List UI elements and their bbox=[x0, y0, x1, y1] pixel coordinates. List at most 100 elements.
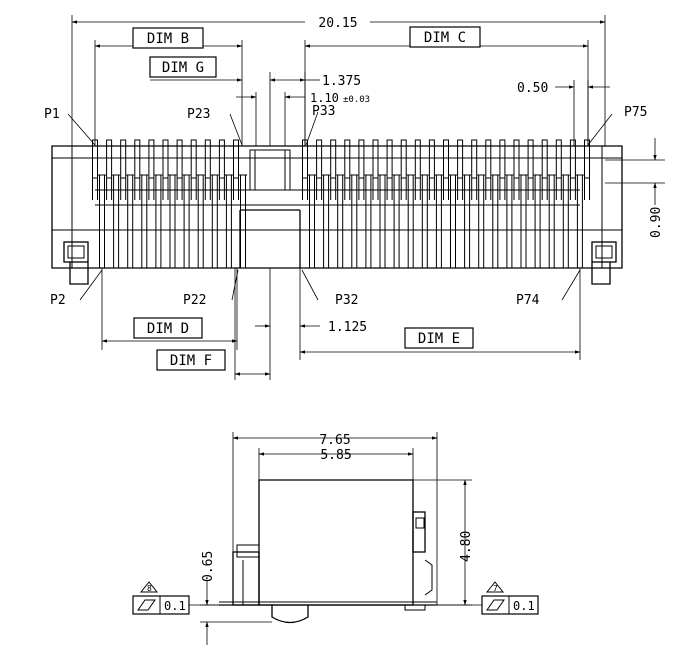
contact-pin-top bbox=[471, 139, 478, 200]
contact-pin-bottom bbox=[239, 174, 247, 269]
contact-pin-top bbox=[372, 139, 379, 200]
contact-pin-top bbox=[106, 139, 113, 200]
flatness-right-value: 0.1 bbox=[513, 599, 535, 613]
contact-pin-top bbox=[485, 139, 492, 200]
contact-pin-top bbox=[120, 139, 127, 200]
dim-480-label: 4.80 bbox=[459, 531, 474, 562]
flatness-icon bbox=[137, 599, 156, 611]
dim-110-label: 1.10 bbox=[310, 91, 339, 105]
contact-pin-top bbox=[176, 139, 183, 200]
contact-pin-bottom bbox=[477, 174, 486, 269]
contact-pin-bottom bbox=[168, 174, 177, 269]
side-view: 7.65 5.85 4.80 0.65 8 bbox=[132, 432, 539, 645]
contact-pin-top bbox=[541, 139, 548, 200]
contact-pin-top bbox=[513, 139, 520, 200]
contact-pin-bottom bbox=[210, 174, 219, 269]
connector-housing bbox=[51, 145, 623, 285]
contact-pin-top bbox=[162, 139, 169, 200]
contact-pin-bottom bbox=[463, 174, 472, 269]
contact-pin-top bbox=[443, 139, 449, 200]
contact-pin-bottom bbox=[406, 174, 415, 269]
contact-pin-bottom bbox=[434, 174, 443, 269]
contact-pin-top bbox=[134, 139, 141, 200]
contact-pin-top bbox=[148, 139, 155, 200]
dim-g: DIM G bbox=[149, 56, 243, 82]
contact-pin-top bbox=[584, 139, 590, 200]
contact-pin-bottom bbox=[392, 174, 401, 269]
overall-width-label: 20.15 bbox=[318, 16, 357, 31]
pin-p33-label: P33 bbox=[312, 104, 335, 119]
contact-pin-bottom bbox=[491, 174, 500, 269]
datum-left-label: 8 bbox=[147, 584, 152, 593]
dim-765-label: 7.65 bbox=[319, 433, 350, 448]
contact-pin-top bbox=[386, 139, 393, 200]
pin-p22-label: P22 bbox=[183, 293, 206, 308]
flatness-callout-left: 8 0.1 bbox=[132, 581, 219, 615]
contact-pin-bottom bbox=[336, 174, 345, 269]
dim-f-label: DIM F bbox=[170, 353, 212, 369]
contact-pin-bottom bbox=[350, 174, 359, 269]
contact-pin-bottom bbox=[182, 174, 191, 269]
dim-110-tolerance: ±0.03 bbox=[343, 95, 370, 105]
pin-p23-label: P23 bbox=[187, 107, 210, 122]
contact-pin-bottom bbox=[98, 174, 106, 269]
dim-1125: 1.125 bbox=[255, 268, 367, 360]
contact-pin-top bbox=[302, 139, 308, 200]
contact-pin-top bbox=[344, 139, 351, 200]
contact-pin-top bbox=[204, 139, 211, 200]
contact-pin-bottom bbox=[378, 174, 387, 269]
contact-pin-bottom bbox=[196, 174, 205, 269]
dim-090: 0.90 bbox=[605, 138, 665, 238]
dim-065: 0.65 bbox=[200, 551, 272, 645]
dim-overall-width: 20.15 bbox=[71, 15, 606, 146]
contact-pin-top bbox=[499, 139, 506, 200]
dim-1375-label: 1.375 bbox=[322, 74, 361, 89]
dim-b: DIM B bbox=[94, 27, 243, 146]
contact-pin-bottom bbox=[112, 174, 121, 269]
contact-pin-bottom bbox=[575, 174, 584, 269]
dim-f: DIM F bbox=[156, 268, 271, 380]
dim-765: 7.65 bbox=[232, 432, 438, 605]
contact-pin-bottom bbox=[505, 174, 514, 269]
contact-pin-bottom bbox=[519, 174, 528, 269]
pin-row-bottom bbox=[98, 174, 584, 269]
pin-row-top bbox=[92, 139, 590, 200]
dim-c: DIM C bbox=[304, 26, 589, 146]
dim-1375: 1.375 bbox=[269, 72, 361, 146]
pin-p32-label: P32 bbox=[335, 293, 358, 308]
contact-pin-top bbox=[233, 139, 239, 200]
dim-050-label: 0.50 bbox=[517, 81, 548, 96]
contact-pin-top bbox=[316, 139, 323, 200]
contact-pin-bottom bbox=[533, 174, 542, 269]
dim-c-label: DIM C bbox=[424, 30, 466, 46]
contact-pin-bottom bbox=[449, 174, 457, 269]
contact-pin-top bbox=[92, 139, 98, 200]
dim-480: 4.80 bbox=[413, 479, 474, 606]
contact-pin-bottom bbox=[322, 174, 331, 269]
contact-pin-top bbox=[527, 139, 534, 200]
dim-d: DIM D bbox=[101, 268, 238, 350]
contact-pin-bottom bbox=[547, 174, 556, 269]
contact-pin-top bbox=[218, 139, 225, 200]
pin-callouts: P1 P2 P22 P23 P32 P33 P74 P75 bbox=[44, 104, 647, 308]
dim-065-label: 0.65 bbox=[201, 551, 216, 582]
contact-pin-top bbox=[414, 139, 421, 200]
dim-d-label: DIM D bbox=[147, 321, 189, 337]
pin-p75-label: P75 bbox=[624, 105, 647, 120]
contact-pin-bottom bbox=[154, 174, 163, 269]
contact-pin-bottom bbox=[308, 174, 316, 269]
contact-pin-top bbox=[428, 139, 435, 200]
dim-585: 5.85 bbox=[258, 448, 414, 480]
contact-pin-top bbox=[358, 139, 365, 200]
contact-pin-top bbox=[330, 139, 337, 200]
dim-g-label: DIM G bbox=[162, 60, 204, 76]
dim-e-label: DIM E bbox=[418, 331, 460, 347]
dim-e: DIM E bbox=[299, 268, 581, 360]
side-body bbox=[219, 479, 437, 624]
flatness-icon bbox=[486, 599, 505, 611]
contact-pin-bottom bbox=[420, 174, 429, 269]
flatness-left-value: 0.1 bbox=[164, 599, 186, 613]
datum-triangle-icon bbox=[139, 581, 159, 593]
dim-585-label: 5.85 bbox=[320, 448, 351, 463]
